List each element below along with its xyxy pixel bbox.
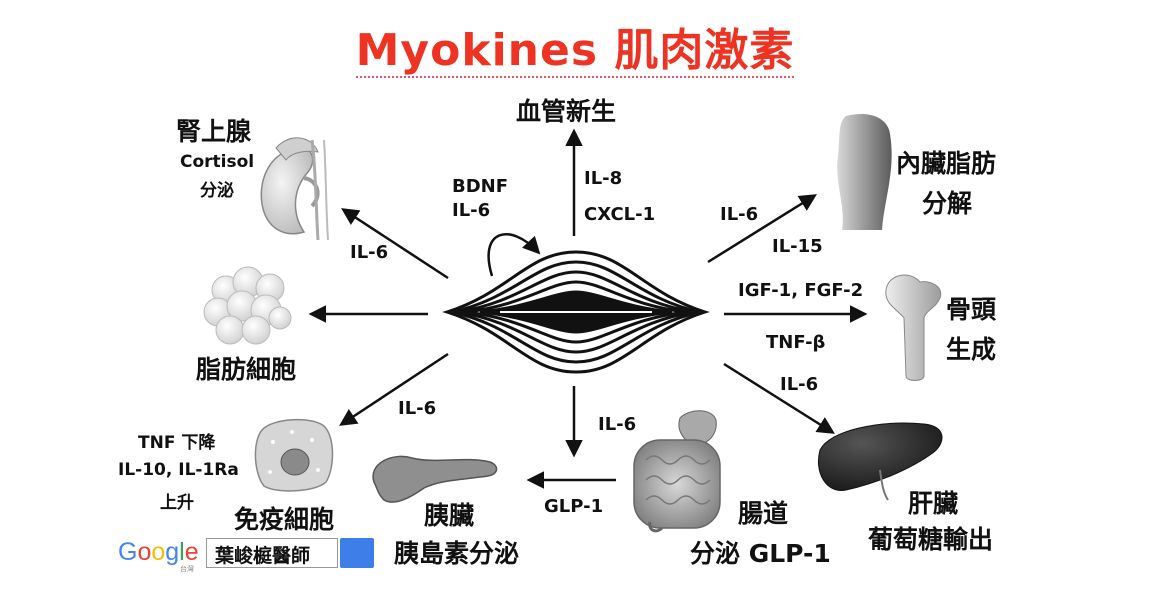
intestine-illustration — [633, 410, 721, 533]
angiogenesis-signal-2: CXCL-1 — [584, 204, 656, 225]
immune-signal: IL-6 — [398, 398, 437, 419]
visceral-fat-label-2: 分解 — [922, 189, 973, 218]
google-logo-letter: e — [184, 538, 199, 566]
kidney-illustration — [260, 137, 329, 241]
pancreas-signal: GLP-1 — [544, 496, 604, 517]
adrenal-detail-1: Cortisol — [180, 152, 255, 172]
search-input[interactable]: 葉峻榳醫師 — [206, 538, 338, 568]
adipocyte-label: 脂肪細胞 — [196, 355, 297, 384]
search-button[interactable] — [340, 538, 374, 568]
torso-illustration — [837, 114, 892, 230]
intestine-label-1: 腸道 — [738, 499, 789, 528]
google-logo-subtext: 台灣 — [180, 565, 194, 573]
liver-illustration — [818, 422, 943, 501]
bone-illustration — [885, 274, 942, 381]
google-logo-letter: G — [118, 538, 138, 566]
arrow-adrenal — [341, 208, 449, 280]
self-loop-signal-1: BDNF — [452, 176, 509, 197]
visceral-fat-signal-1: IL-6 — [720, 204, 759, 225]
immune-cell-illustration — [254, 418, 334, 492]
intestine-signal: IL-6 — [598, 414, 637, 435]
pancreas-illustration — [372, 455, 498, 503]
liver-signal: IL-6 — [780, 374, 819, 395]
immune-label: 免疫細胞 — [234, 505, 335, 534]
intestine-label-2: 分泌 GLP-1 — [690, 539, 831, 568]
adrenal-detail-2: 分泌 — [200, 181, 234, 201]
google-search-widget: Google 台灣 葉峻榳醫師 — [118, 536, 374, 573]
google-logo-letter: l — [179, 538, 185, 566]
immune-detail-2: IL-10, IL-1Ra — [118, 460, 239, 480]
google-logo-letter: o — [137, 538, 152, 566]
arrow-liver — [723, 362, 835, 434]
google-logo-letter: g — [165, 538, 180, 566]
visceral-fat-signal-2: IL-15 — [772, 236, 823, 257]
arrow-visceral-fat — [707, 194, 817, 264]
bone-label-2: 生成 — [946, 335, 997, 364]
muscle-illustration — [442, 250, 710, 374]
google-logo-letter: o — [151, 538, 166, 566]
google-logo: Google — [118, 538, 199, 567]
angiogenesis-signal-1: IL-8 — [584, 168, 623, 189]
self-loop-signal-2: IL-6 — [452, 200, 491, 221]
liver-label-1: 肝臟 — [908, 489, 959, 518]
pancreas-label-1: 胰臟 — [424, 501, 475, 530]
liver-label-2: 葡萄糖輸出 — [868, 525, 994, 554]
page-title: Myokines 肌肉激素 — [355, 25, 795, 78]
adrenal-signal: IL-6 — [350, 242, 389, 263]
google-logo-text: Google — [118, 538, 199, 566]
immune-detail-3: 上升 — [160, 493, 194, 513]
angiogenesis-label: 血管新生 — [516, 97, 617, 126]
immune-detail-1: TNF 下降 — [138, 433, 216, 453]
self-loop-arrow — [487, 233, 541, 277]
adrenal-label: 腎上腺 — [176, 117, 252, 146]
bone-signal-1: IGF-1, FGF-2 — [738, 280, 864, 301]
fat-cells-illustration — [203, 266, 292, 345]
bone-label-1: 骨頭 — [946, 295, 997, 324]
visceral-fat-label-1: 內臟脂肪 — [896, 149, 997, 178]
bone-signal-2: TNF-β — [766, 332, 826, 353]
arrow-immune — [339, 352, 449, 426]
pancreas-label-2: 胰島素分泌 — [394, 539, 520, 568]
